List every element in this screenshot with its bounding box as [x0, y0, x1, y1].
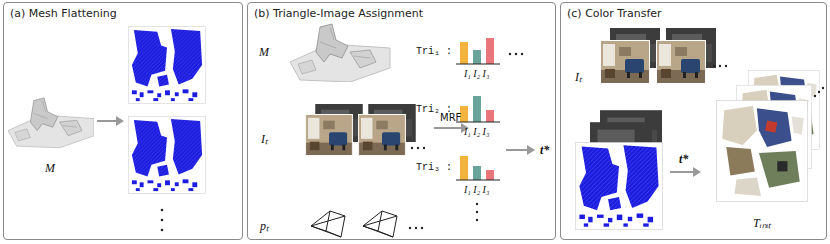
arrowhead	[693, 167, 701, 177]
texture	[717, 101, 808, 202]
ellipsis	[411, 147, 425, 149]
panel-title: (a) Mesh Flattening	[10, 7, 117, 20]
image	[305, 114, 353, 156]
camera-frustum	[363, 211, 397, 237]
panel: (c) Color Transfer	[560, 2, 827, 240]
image	[656, 40, 706, 84]
label: Tri₂ :	[416, 104, 452, 115]
label: I₁ I₂ I₃	[464, 126, 489, 137]
arrowhead	[527, 145, 535, 155]
image	[358, 114, 406, 156]
label: Iₜ	[575, 68, 582, 85]
mesh	[8, 98, 94, 148]
camera-frustum	[311, 211, 345, 237]
label: Iₜ	[261, 130, 268, 147]
panel: (b) Triangle-Image Assignment	[247, 2, 556, 240]
image	[600, 40, 650, 84]
flattened-mesh	[128, 116, 205, 193]
label: Tᵢₙᵢₜ	[753, 214, 771, 231]
arrow	[670, 171, 694, 173]
label: t*	[540, 143, 549, 158]
label: I₁ I₂ I₃	[464, 68, 489, 79]
ellipsis	[409, 227, 423, 229]
label: Tri₁ :	[416, 46, 452, 57]
flattened-mesh	[128, 26, 205, 103]
panel-title: (c) Color Transfer	[567, 7, 662, 20]
label: I₁ I₂ I₃	[464, 184, 489, 195]
panel-title: (b) Triangle-Image Assignment	[254, 7, 423, 20]
flattened-mesh	[576, 143, 663, 230]
arrow	[434, 127, 462, 129]
arrow	[506, 149, 528, 151]
label: Tri₃ :	[416, 162, 452, 173]
arrow	[97, 120, 117, 122]
label: t*	[679, 152, 688, 167]
label: pₜ	[260, 217, 269, 234]
ellipsis	[814, 87, 824, 97]
bar-chart	[456, 96, 500, 122]
arrowhead	[116, 116, 124, 126]
panel: (a) Mesh Flattening	[3, 2, 243, 240]
label: M	[45, 161, 55, 176]
bar-chart	[456, 38, 500, 64]
bar-chart	[456, 156, 500, 180]
ellipsis	[161, 209, 164, 232]
mesh	[290, 24, 390, 82]
ellipsis	[713, 65, 727, 67]
label: M	[259, 45, 269, 60]
